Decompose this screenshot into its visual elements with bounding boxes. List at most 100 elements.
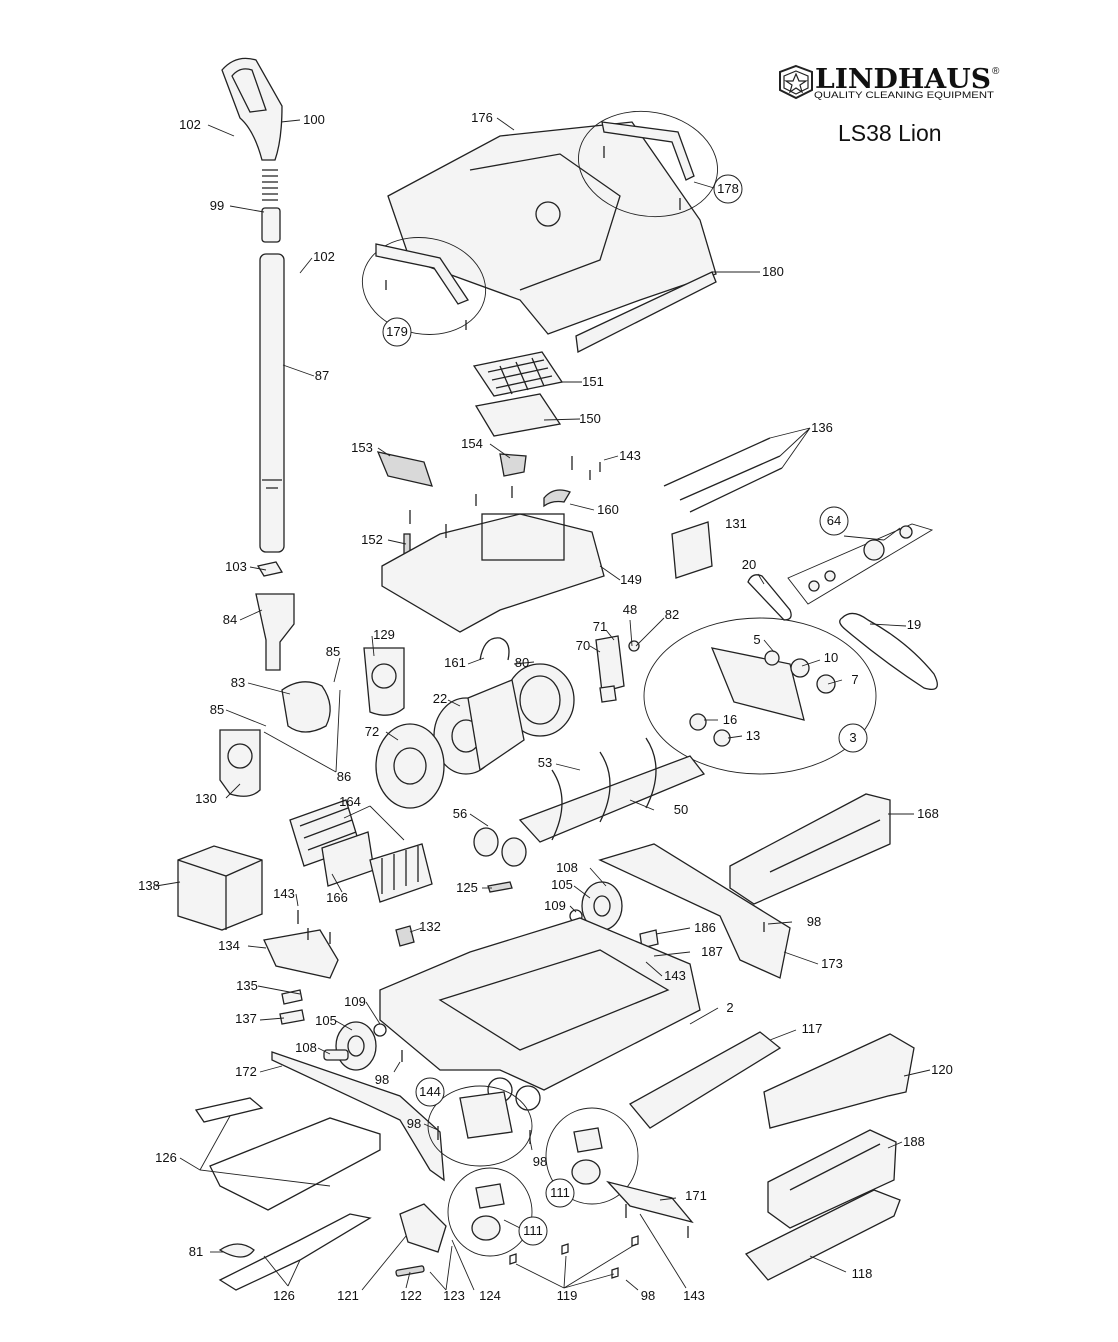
part-label-98: 98 [407, 1116, 421, 1131]
part-label-161: 161 [444, 655, 466, 670]
brand-logo: LINDHAUS ® QUALITY CLEANING EQUIPMENT [779, 64, 1000, 101]
part-label-83: 83 [231, 675, 245, 690]
part-drawings [177, 57, 938, 1291]
part-label-136: 136 [811, 420, 833, 435]
part-label-143: 143 [273, 886, 295, 901]
part-label-125: 125 [456, 880, 478, 895]
part-label-98: 98 [641, 1288, 655, 1303]
pin-122 [395, 1265, 425, 1277]
part-label-187: 187 [701, 944, 723, 959]
star-badge-icon [779, 64, 813, 100]
part-label-178: 178 [717, 181, 739, 196]
carry-handle-left [375, 243, 469, 305]
part-label-85: 85 [326, 644, 340, 659]
part-label-130: 130 [195, 791, 217, 806]
brand-tagline: QUALITY CLEANING EQUIPMENT [814, 90, 994, 101]
part-label-105: 105 [551, 877, 573, 892]
part-label-80: 80 [515, 655, 529, 670]
clip-119-group [509, 1235, 639, 1279]
chassis [379, 917, 701, 1091]
motor-housing-top [381, 513, 605, 633]
clip-137 [279, 1009, 305, 1025]
part-label-5: 5 [753, 632, 760, 647]
group-111a-outline [545, 1107, 639, 1205]
group-111b-outline [447, 1167, 533, 1257]
wheel-left [335, 1021, 377, 1071]
part-label-102: 102 [179, 117, 201, 132]
part-label-168: 168 [917, 806, 939, 821]
part-label-13: 13 [746, 728, 760, 743]
part-labels: 1001029910287103848583858612913017617817… [138, 110, 953, 1303]
bearing-ring [599, 685, 617, 703]
small-latch [487, 881, 513, 893]
part-label-134: 134 [218, 938, 240, 953]
base-plate [767, 1129, 897, 1229]
cover-144 [459, 1091, 513, 1139]
bracket-right [363, 647, 405, 716]
part-label-153: 153 [351, 440, 373, 455]
part-label-100: 100 [303, 112, 325, 127]
part-label-70: 70 [576, 638, 590, 653]
cable-tray [263, 929, 339, 979]
cable-c [689, 467, 783, 513]
sound-block [177, 845, 263, 931]
elbow [281, 681, 331, 733]
part-label-48: 48 [623, 602, 637, 617]
part-label-129: 129 [373, 627, 395, 642]
part-label-108: 108 [295, 1040, 317, 1055]
part-label-7: 7 [851, 672, 858, 687]
part-label-109: 109 [544, 898, 566, 913]
switch [395, 925, 415, 947]
part-label-10: 10 [824, 650, 838, 665]
filter-pleats [369, 843, 433, 903]
part-label-144: 144 [419, 1084, 441, 1099]
clip [256, 561, 284, 577]
part-label-164: 164 [339, 794, 361, 809]
filter-pad [474, 393, 562, 437]
part-label-188: 188 [903, 1134, 925, 1149]
part-label-86: 86 [337, 769, 351, 784]
part-label-64: 64 [827, 513, 841, 528]
screws [297, 146, 765, 1238]
part-label-81: 81 [189, 1244, 203, 1259]
part-label-180: 180 [762, 264, 784, 279]
fan-housing [375, 723, 445, 809]
part-label-123: 123 [443, 1288, 465, 1303]
part-label-122: 122 [400, 1288, 422, 1303]
bottom-rail [744, 1189, 901, 1281]
part-label-171: 171 [685, 1188, 707, 1203]
rear-frame [763, 1033, 915, 1129]
part-label-72: 72 [365, 724, 379, 739]
part-label-117: 117 [802, 1021, 823, 1036]
part-label-138: 138 [138, 878, 160, 893]
part-label-143: 143 [619, 448, 641, 463]
leader-lines [155, 117, 931, 1291]
brand-name: LINDHAUS [815, 64, 991, 95]
carry-handle-right [601, 121, 695, 181]
spring-sleeve [261, 207, 281, 243]
part-label-143: 143 [683, 1288, 705, 1303]
part-label-20: 20 [742, 557, 756, 572]
registered-mark: ® [992, 66, 1000, 77]
handle-grip [221, 57, 283, 161]
switch-cover [376, 451, 433, 487]
part-label-98: 98 [375, 1072, 389, 1087]
part-label-87: 87 [315, 368, 329, 383]
strip-171 [606, 1180, 694, 1224]
group-179-outline [361, 237, 487, 335]
part-label-124: 124 [479, 1288, 501, 1303]
bracket-121 [399, 1203, 447, 1253]
bumper [729, 793, 891, 905]
part-label-149: 149 [620, 572, 642, 587]
part-label-179: 179 [386, 324, 408, 339]
part-label-126: 126 [155, 1150, 177, 1165]
cable-a [663, 437, 771, 487]
part-label-120: 120 [931, 1062, 953, 1077]
part-label-150: 150 [579, 411, 601, 426]
part-label-109: 109 [344, 994, 366, 1009]
part-label-186: 186 [694, 920, 716, 935]
part-label-119: 119 [557, 1288, 578, 1303]
side-strip [271, 1051, 445, 1182]
clip-81 [218, 1243, 255, 1258]
part-label-22: 22 [433, 691, 447, 706]
